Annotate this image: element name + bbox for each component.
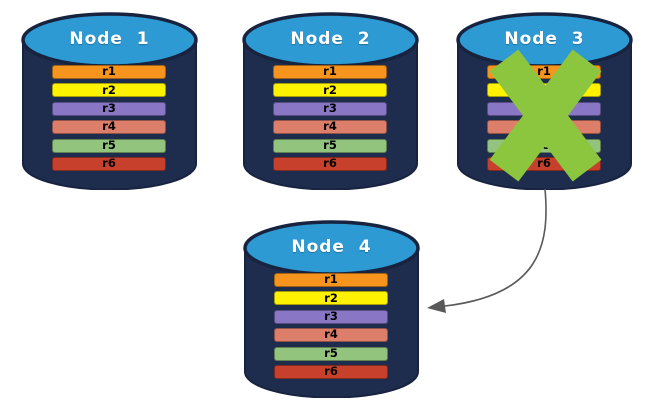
partition-r3-label: r3: [324, 309, 338, 324]
node-4: Node 4 r1 r2 r3 r4 r5 r6: [243, 215, 420, 398]
partition-r3-label: r3: [323, 101, 337, 116]
partition-r6: r6: [274, 364, 388, 379]
node-1: Node 1 r1 r2 r3 r4 r5 r6: [21, 7, 198, 190]
partition-r6-label: r6: [324, 364, 338, 379]
partition-r3: r3: [52, 101, 166, 116]
node-3: Node 3 r1 r2 r3 r4 r5 r6: [456, 7, 633, 190]
node-1-partitions: r1 r2 r3 r4 r5 r6: [52, 65, 166, 171]
partition-r5: r5: [273, 137, 387, 153]
partition-r2: r2: [274, 290, 388, 306]
node-2: Node 2 r1 r2 r3 r4 r5 r6: [242, 7, 419, 190]
node-4-title: Node 4: [291, 237, 372, 257]
partition-r1: r1: [52, 65, 166, 79]
node-3-title: Node 3: [504, 29, 585, 49]
partition-r5: r5: [52, 137, 166, 153]
partition-r2-label: r2: [323, 82, 337, 97]
partition-r3-label: r3: [102, 101, 116, 116]
partition-r1-label: r1: [102, 64, 116, 79]
failure-cross-icon: [489, 49, 602, 182]
partition-r6: r6: [273, 156, 387, 171]
partition-r5-label: r5: [323, 137, 337, 152]
partition-r5-label: r5: [102, 137, 116, 152]
partition-r6-label: r6: [537, 156, 551, 171]
partition-r6: r6: [52, 156, 166, 171]
partition-r2-label: r2: [324, 290, 338, 305]
partition-r6-label: r6: [102, 156, 116, 171]
partition-r2: r2: [273, 82, 387, 98]
partition-r3: r3: [273, 101, 387, 116]
node-2-partitions: r1 r2 r3 r4 r5 r6: [273, 65, 387, 171]
partition-r4: r4: [52, 119, 166, 135]
partition-r5: r5: [274, 345, 388, 361]
partition-r4-label: r4: [102, 119, 116, 134]
partition-r1-label: r1: [537, 64, 551, 79]
node-4-partitions: r1 r2 r3 r4 r5 r6: [274, 273, 388, 379]
failover-arrow-head: [427, 299, 446, 313]
partition-r4-label: r4: [324, 327, 338, 342]
partition-r2: r2: [52, 82, 166, 98]
failover-arrow-curve: [444, 188, 547, 307]
partition-r5-label: r5: [324, 345, 338, 360]
node-1-title: Node 1: [69, 29, 150, 49]
partition-r4-label: r4: [323, 119, 337, 134]
partition-r4: r4: [274, 327, 388, 343]
partition-r6-label: r6: [323, 156, 337, 171]
partition-r2-label: r2: [102, 82, 116, 97]
partition-r3: r3: [274, 309, 388, 324]
partition-r1-label: r1: [324, 272, 338, 287]
partition-r1-label: r1: [323, 64, 337, 79]
node-2-title: Node 2: [290, 29, 371, 49]
partition-r4: r4: [273, 119, 387, 135]
partition-r1: r1: [274, 273, 388, 287]
partition-r1: r1: [273, 65, 387, 79]
